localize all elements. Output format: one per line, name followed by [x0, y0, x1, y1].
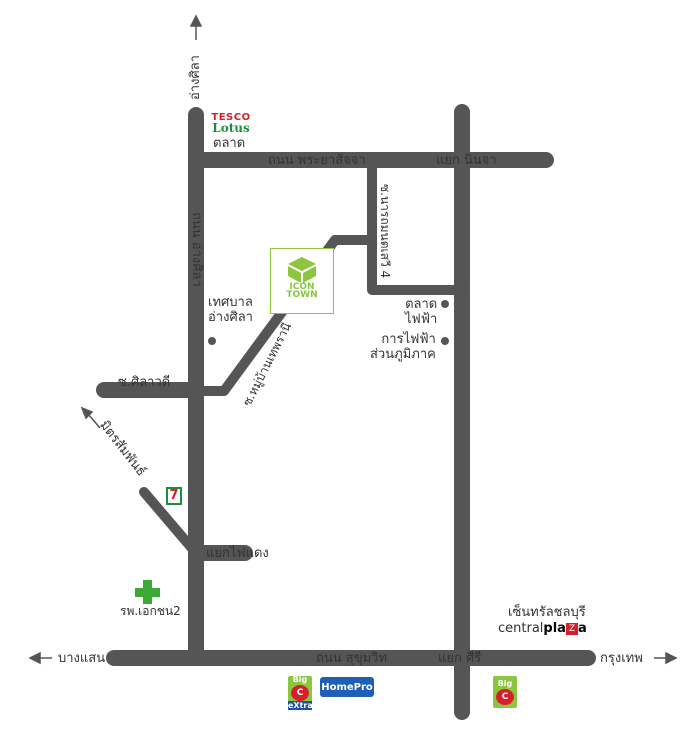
- arrow-north-icon: [189, 14, 203, 27]
- label-soi-narathon: ซ.นารถมนตเสวี 4: [378, 184, 392, 279]
- label-soi-silawadee: ซ.ศิลาวดี: [118, 375, 171, 390]
- marker-market-faifa: [441, 300, 449, 308]
- marker-municipality: [208, 337, 216, 345]
- marker-electricity: [441, 337, 449, 345]
- label-to-angsila: อ่างศิลา: [188, 55, 203, 100]
- big-c-logo: Big C: [493, 676, 517, 708]
- central-plaza-z-icon: Z: [565, 622, 578, 635]
- label-hospital: รพ.เอกชน2: [120, 604, 181, 618]
- tesco-lotus-logo: TESCO Lotus: [211, 112, 251, 135]
- label-traffic-light: แยกไฟแดง: [206, 546, 269, 561]
- label-central-thai: เซ็นทรัลชลบุรี: [508, 605, 586, 620]
- label-talad: ตลาด: [213, 136, 246, 151]
- label-sri-junction: แยก ศีรี: [438, 651, 482, 666]
- label-ninja-junction: แยก นินจา: [436, 153, 497, 168]
- hospital-cross-icon: [135, 580, 160, 604]
- label-sukhumvit: ถนน สุขุมวิท: [316, 651, 388, 666]
- label-to-bangsaen: บางแสน: [58, 651, 106, 666]
- arrow-northwest-icon: [80, 406, 94, 420]
- road-soi-narathon: [367, 155, 467, 295]
- label-phraya-sangja: ถนน พระยาสัจจา: [268, 153, 366, 168]
- cube-icon: [288, 257, 316, 283]
- seven-eleven-logo: 7: [166, 487, 182, 505]
- icon-town-logo: ICON TOWN: [270, 248, 334, 314]
- arrow-west-icon: [28, 651, 41, 665]
- big-c-extra-logo: Big C eXtra: [288, 675, 313, 710]
- label-market-faifa: ตลาด ไฟฟ้า: [405, 297, 438, 327]
- arrow-east-icon: [665, 651, 678, 665]
- label-municipality: เทศบาล อ่างศิลา: [208, 295, 253, 325]
- label-angsila-road: ถนน อ่างศิลา: [189, 212, 204, 287]
- label-electricity: การไฟฟ้า ส่วนภูมิภาค: [370, 332, 436, 362]
- road-mit-samphan: [139, 487, 201, 558]
- label-to-bangkok: กรุงเทพ: [600, 651, 643, 666]
- homepro-logo: HomePro: [320, 677, 374, 697]
